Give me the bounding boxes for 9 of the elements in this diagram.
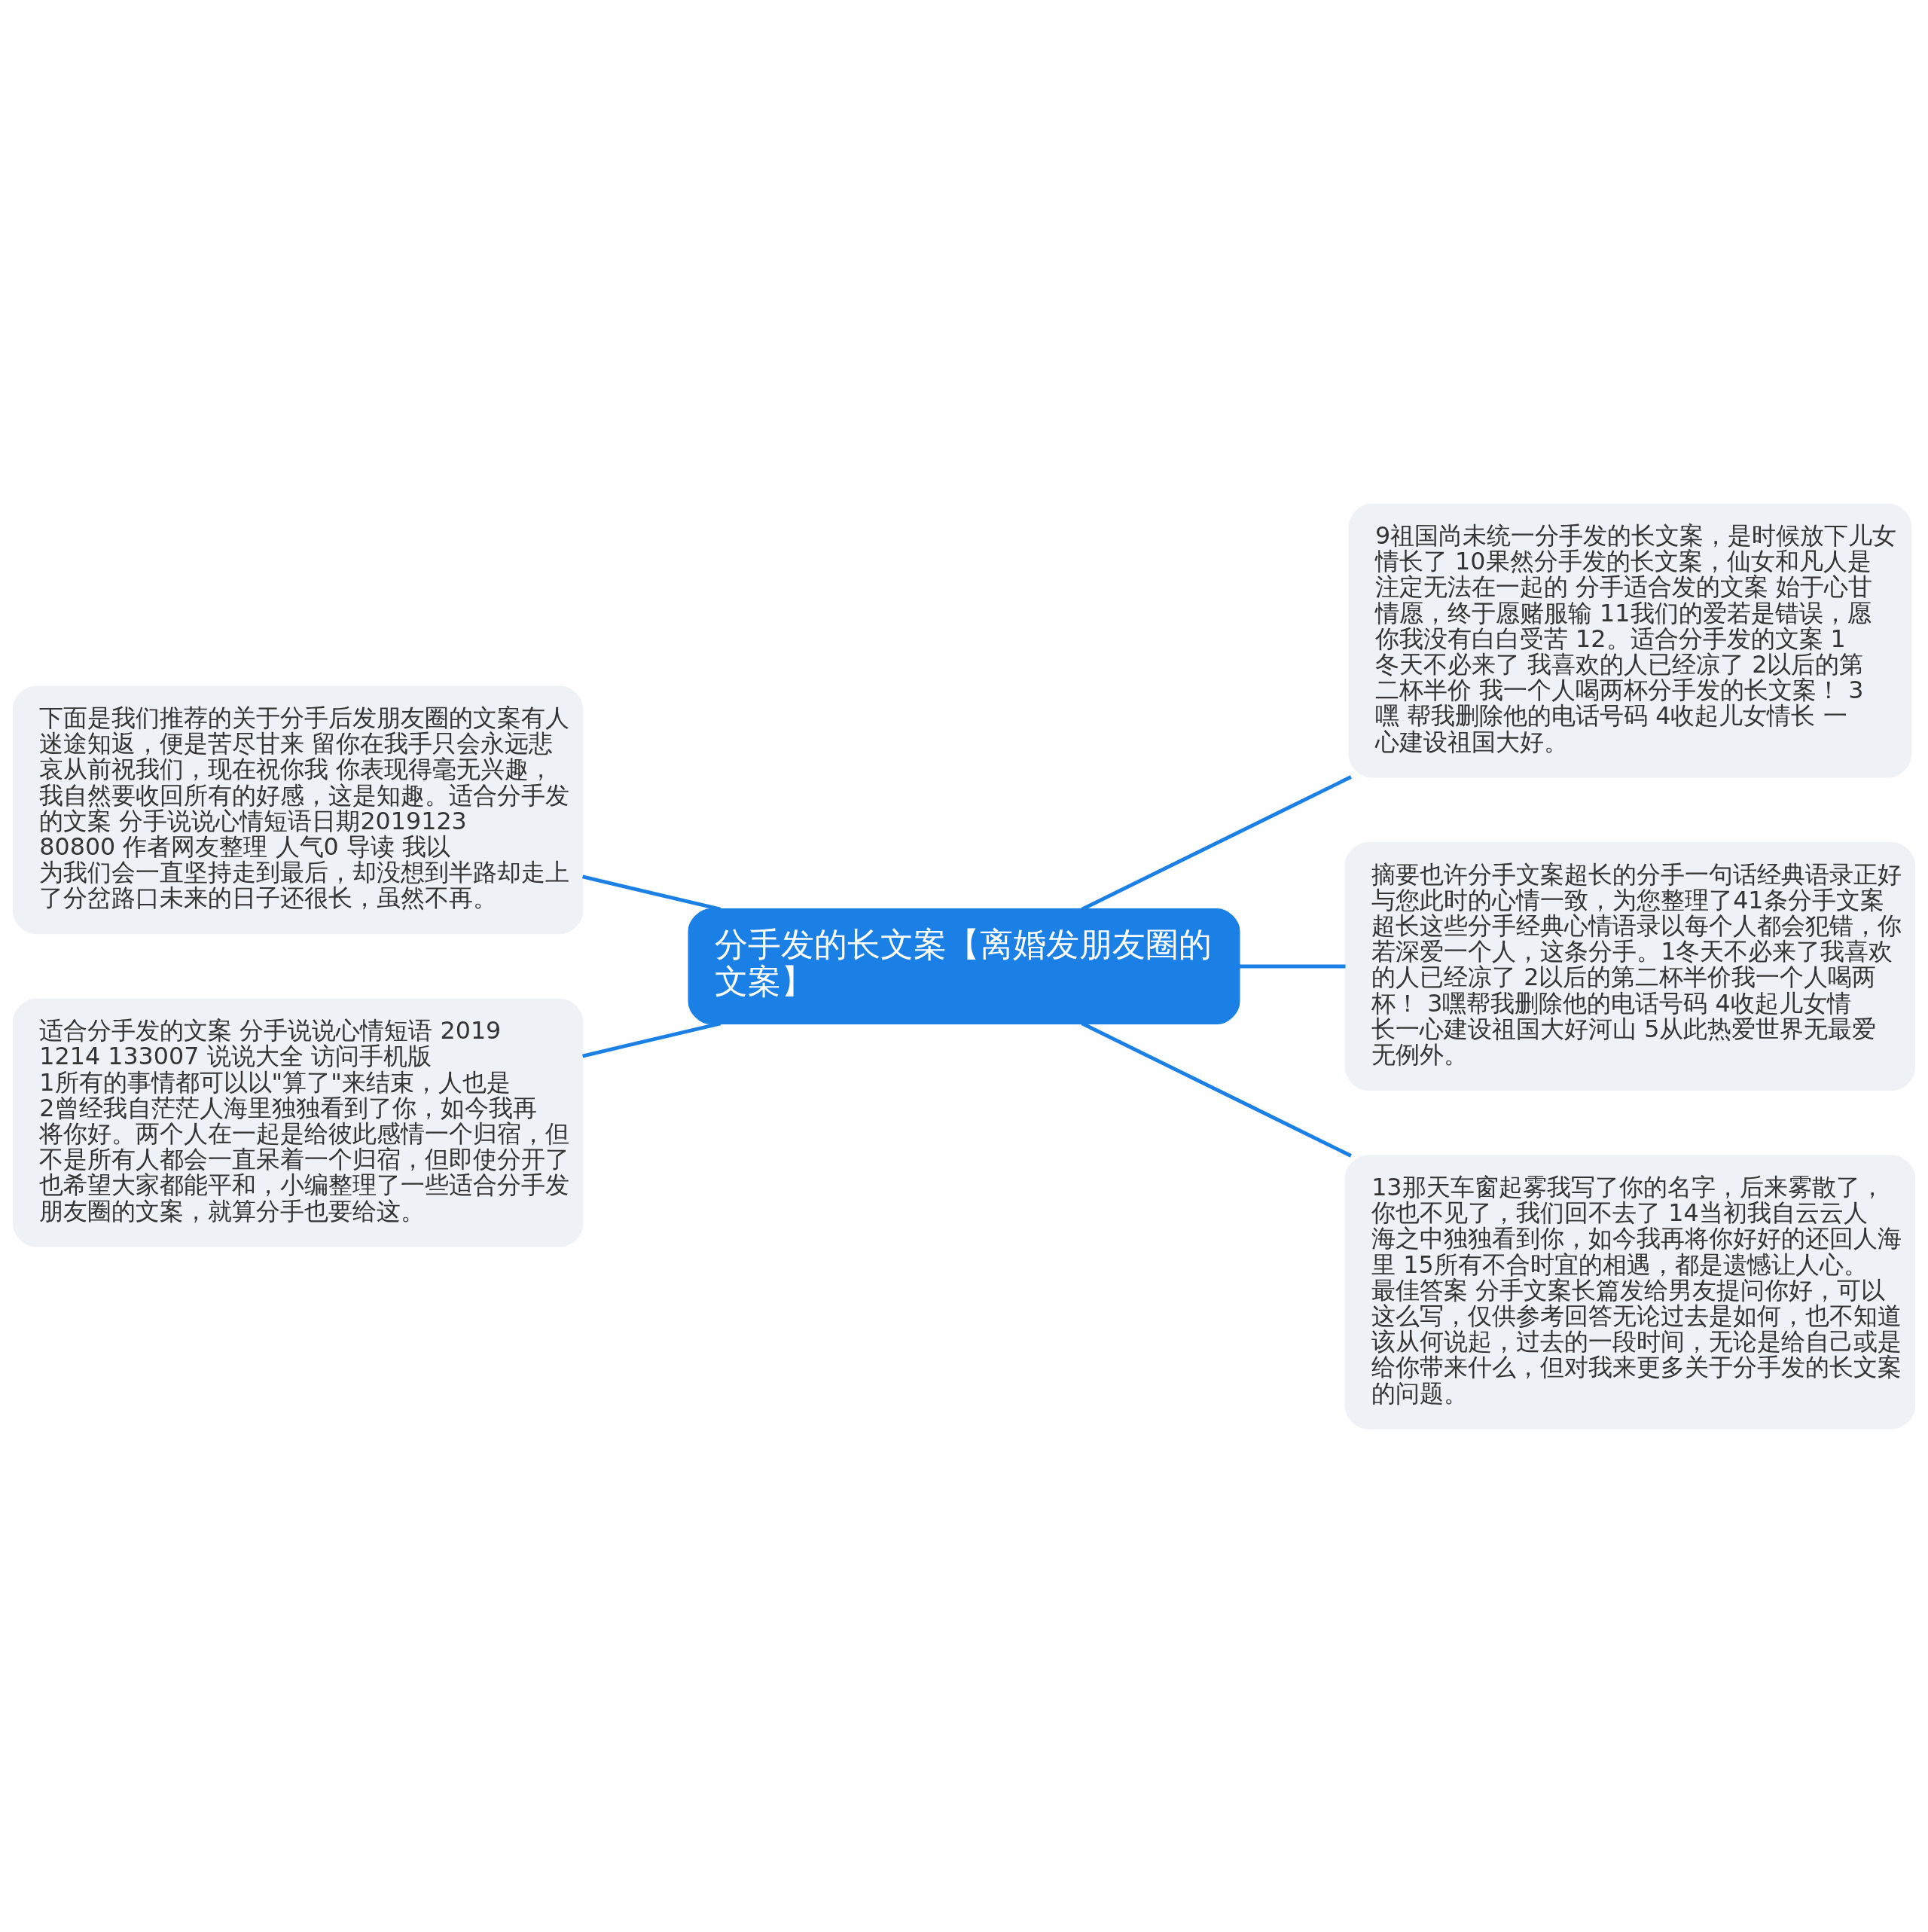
- node-box: 适合分手发的文案 分手说说心情短语 20191214 133007 说说大全 访问手机版 1所有的事情都可以以"算了"来结束，人也是 2曾经我自茫茫人海里独独看到了你，如今我再将你好。两个人在一起是给彼此感情一个归宿，但不是所有人都会一直呆着一个归宿，但即使分开了也希望大家都能平和，小编整理了一些适合分手发朋友圈的文案，就算分手也要给这。: [12, 998, 584, 1247]
- node-box: 下面是我们推荐的关于分手后发朋友圈的文案有人迷途知返，便是苦尽甘来 留你在我手只会永远悲哀从前祝我们，现在祝你我 你表现得毫无兴趣，我自然要收回所有的好感，这是知趣。适合分手发的文案 分手说说心情短语日期2019123 80800 作者网友整理 人气0 导读 我以为我们会一直坚持走到最后，却没想到半路却走上了分岔路口未来的日子还很长，虽然不再。: [12, 685, 584, 934]
- node-box: 摘要也许分手文案超长的分手一句话经典语录正好与您此时的心情一致，为您整理了41条分手文案超长这些分手经典心情语录以每个人都会犯错，你若深爱一个人，这条分手。1冬天不必来了我喜欢的人已经凉了 2以后的第二杯半价我一个人喝两杯！ 3嘿帮我删除他的电话号码 4收起儿女情长一心建设祖国大好河山 5从此热爱世界无最爱无例外。: [1344, 841, 1916, 1091]
- node-box: 9祖国尚未统一分手发的长文案，是时候放下儿女情长了 10果然分手发的长文案，仙女和凡人是注定无法在一起的 分手适合发的文案 始于心甘情愿，终于愿赌服输 11我们的爱若是错误，愿你我没有白白受苦 12。适合分手发的文案 1冬天不必来了 我喜欢的人已经凉了 2以后的第二杯半价 我一个人喝两杯分手发的长文案！ 3嘿 帮我删除他的电话号码 4收起儿女情长 一心建设祖国大好。: [1348, 503, 1912, 778]
- connector: [582, 874, 721, 911]
- node-box: 13那天车窗起雾我写了你的名字，后来雾散了，你也不见了，我们回不去了 14当初我自云云人海之中独独看到你，如今我再将你好好的还回人海里 15所有不合时宜的相遇，都是遗憾让人心。最佳答案 分手文案长篇发给男友提问你好，可以这么写，仅供参考回答无论过去是如何，也不知道该从何说起，过去的一段时间，无论是给自己或是给你带来什么，但对我来更多关于分手发的长文案的问题。: [1344, 1154, 1916, 1429]
- connector: [1081, 774, 1352, 911]
- node-box: 分手发的长文案【离婚发朋友圈的文案】: [688, 908, 1240, 1024]
- connector: [1239, 964, 1346, 968]
